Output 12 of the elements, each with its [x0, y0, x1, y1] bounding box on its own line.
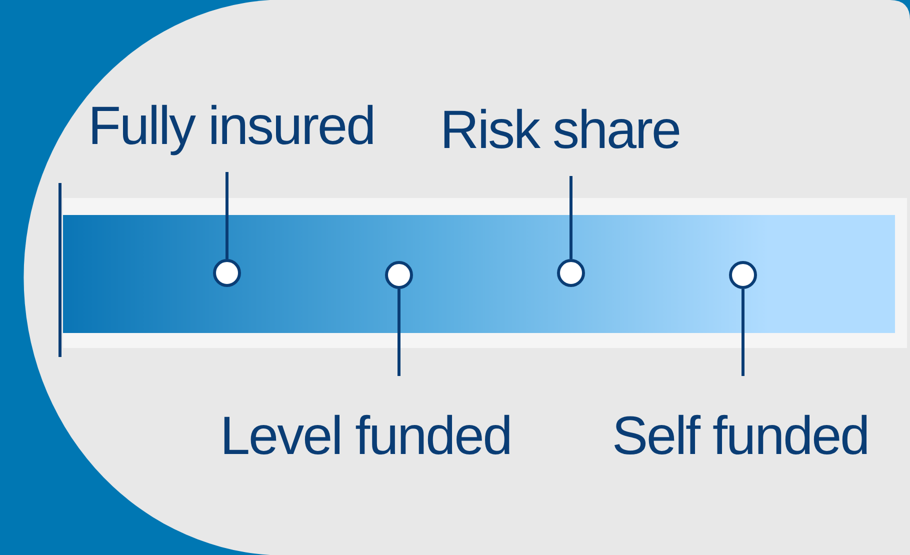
marker-dot: [385, 261, 413, 289]
option-label: Risk share: [440, 102, 690, 162]
option-label: Fully insured: [88, 98, 388, 158]
option-label: Self funded: [612, 408, 877, 468]
marker-dot: [729, 261, 757, 289]
leader-line: [570, 176, 572, 259]
leader-line: [398, 289, 400, 376]
leader-line: [226, 172, 228, 259]
marker-dot: [557, 259, 585, 287]
marker-dot: [213, 259, 241, 287]
leader-line: [742, 289, 744, 376]
option-label: Level funded: [220, 408, 520, 468]
